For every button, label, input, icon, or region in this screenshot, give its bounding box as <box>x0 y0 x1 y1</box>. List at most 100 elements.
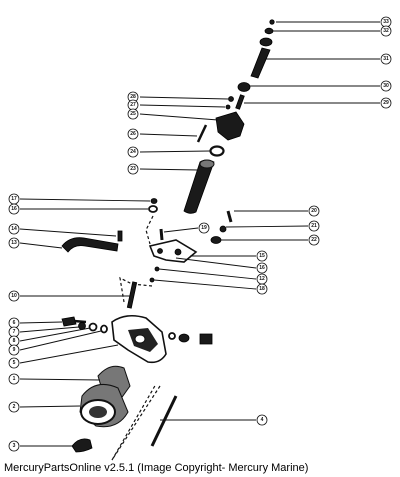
part-13[interactable] <box>61 237 119 253</box>
part-31[interactable] <box>250 47 271 79</box>
callout-25[interactable]: 25 <box>127 108 139 120</box>
svg-text:33: 33 <box>383 19 389 25</box>
callout-13[interactable]: 13 <box>8 237 20 249</box>
part-23-end <box>199 159 215 169</box>
part-17[interactable] <box>150 198 158 204</box>
part-15-hole2 <box>157 248 163 254</box>
callout-30[interactable]: 30 <box>380 80 392 92</box>
svg-text:8: 8 <box>13 338 16 344</box>
part-14[interactable] <box>117 230 123 242</box>
part-9[interactable] <box>100 324 108 334</box>
callout-22[interactable]: 22 <box>308 234 320 246</box>
svg-text:23: 23 <box>130 166 136 172</box>
part-11[interactable] <box>149 277 155 283</box>
svg-text:22: 22 <box>311 237 317 243</box>
svg-text:14: 14 <box>11 226 17 232</box>
part-30-top[interactable] <box>259 37 273 47</box>
part-32[interactable] <box>264 27 274 35</box>
callout-9[interactable]: 9 <box>8 344 20 356</box>
svg-text:29: 29 <box>383 100 389 106</box>
svg-text:3: 3 <box>13 443 16 449</box>
svg-text:17: 17 <box>11 196 17 202</box>
callout-32[interactable]: 32 <box>380 25 392 37</box>
leader-lines <box>19 21 380 447</box>
part-10[interactable] <box>126 281 138 309</box>
callout-23[interactable]: 23 <box>127 163 139 175</box>
callout-2[interactable]: 2 <box>8 401 20 413</box>
part-25[interactable] <box>215 111 245 141</box>
svg-text:21: 21 <box>311 223 317 229</box>
callout-3[interactable]: 3 <box>8 440 20 452</box>
part-20[interactable] <box>226 210 233 223</box>
callout-5[interactable]: 5 <box>8 357 20 369</box>
svg-text:19: 19 <box>201 225 207 231</box>
part-6[interactable] <box>61 316 77 327</box>
svg-text:31: 31 <box>383 56 389 62</box>
callout-1[interactable]: 1 <box>8 373 20 385</box>
callout-33[interactable]: 33 <box>380 16 392 28</box>
part-26[interactable] <box>196 124 208 143</box>
svg-text:32: 32 <box>383 28 389 34</box>
callout-8[interactable]: 8 <box>8 335 20 347</box>
callout-12[interactable]: 12 <box>256 273 268 285</box>
callout-15[interactable]: 15 <box>256 250 268 262</box>
callout-10[interactable]: 10 <box>8 290 20 302</box>
part-24[interactable] <box>209 145 225 157</box>
part-4[interactable] <box>150 395 178 447</box>
part-21[interactable] <box>219 225 227 233</box>
svg-text:1: 1 <box>13 376 16 382</box>
callout-29[interactable]: 29 <box>380 97 392 109</box>
part-15[interactable] <box>148 239 198 263</box>
callout-14[interactable]: 14 <box>8 223 20 235</box>
copyright-caption: MercuryPartsOnline v2.5.1 (Image Copyrig… <box>4 462 309 474</box>
callout-6[interactable]: 6 <box>8 317 20 329</box>
part-8[interactable] <box>88 322 98 332</box>
svg-text:25: 25 <box>130 111 136 117</box>
callout-18[interactable]: 18 <box>256 283 268 295</box>
svg-text:26: 26 <box>130 131 136 137</box>
svg-text:7: 7 <box>13 329 16 335</box>
part-16[interactable] <box>148 205 158 213</box>
svg-text:4: 4 <box>261 417 264 423</box>
callouts: 33 32 31 30 29 28 27 25 26 24 23 17 16 1… <box>8 16 392 452</box>
svg-text:15: 15 <box>259 253 265 259</box>
callout-7[interactable]: 7 <box>8 326 20 338</box>
part-22[interactable] <box>210 236 222 244</box>
part-right-bolt[interactable] <box>199 333 213 345</box>
svg-text:27: 27 <box>130 102 136 108</box>
callout-26[interactable]: 26 <box>127 128 139 140</box>
part-5-bore <box>134 334 146 344</box>
svg-text:12: 12 <box>259 276 265 282</box>
svg-text:2: 2 <box>13 404 16 410</box>
callout-24[interactable]: 24 <box>127 146 139 158</box>
callout-16b[interactable]: 16 <box>256 262 268 274</box>
part-7[interactable] <box>78 322 86 330</box>
svg-text:30: 30 <box>383 83 389 89</box>
svg-text:18: 18 <box>259 286 265 292</box>
part-15-hole <box>174 248 182 256</box>
part-right-nut[interactable] <box>178 333 190 343</box>
svg-text:20: 20 <box>311 208 317 214</box>
part-29[interactable] <box>235 94 245 110</box>
callout-31[interactable]: 31 <box>380 53 392 65</box>
part-19[interactable] <box>159 228 164 241</box>
callout-16[interactable]: 16 <box>8 203 20 215</box>
callout-21[interactable]: 21 <box>308 220 320 232</box>
part-27[interactable] <box>225 104 231 110</box>
callout-4[interactable]: 4 <box>256 414 268 426</box>
svg-text:16: 16 <box>11 206 17 212</box>
callout-27[interactable]: 27 <box>127 99 139 111</box>
svg-text:16: 16 <box>259 265 265 271</box>
svg-text:28: 28 <box>130 94 136 100</box>
part-30[interactable] <box>237 82 251 92</box>
callout-19[interactable]: 19 <box>198 222 210 234</box>
svg-text:24: 24 <box>130 149 136 155</box>
part-right-washer[interactable] <box>168 332 176 340</box>
part-28[interactable] <box>228 96 234 102</box>
callout-20[interactable]: 20 <box>308 205 320 217</box>
part-3[interactable] <box>71 438 93 453</box>
part-18[interactable] <box>154 266 160 272</box>
callout-17[interactable]: 17 <box>8 193 20 205</box>
part-33[interactable] <box>269 19 275 25</box>
